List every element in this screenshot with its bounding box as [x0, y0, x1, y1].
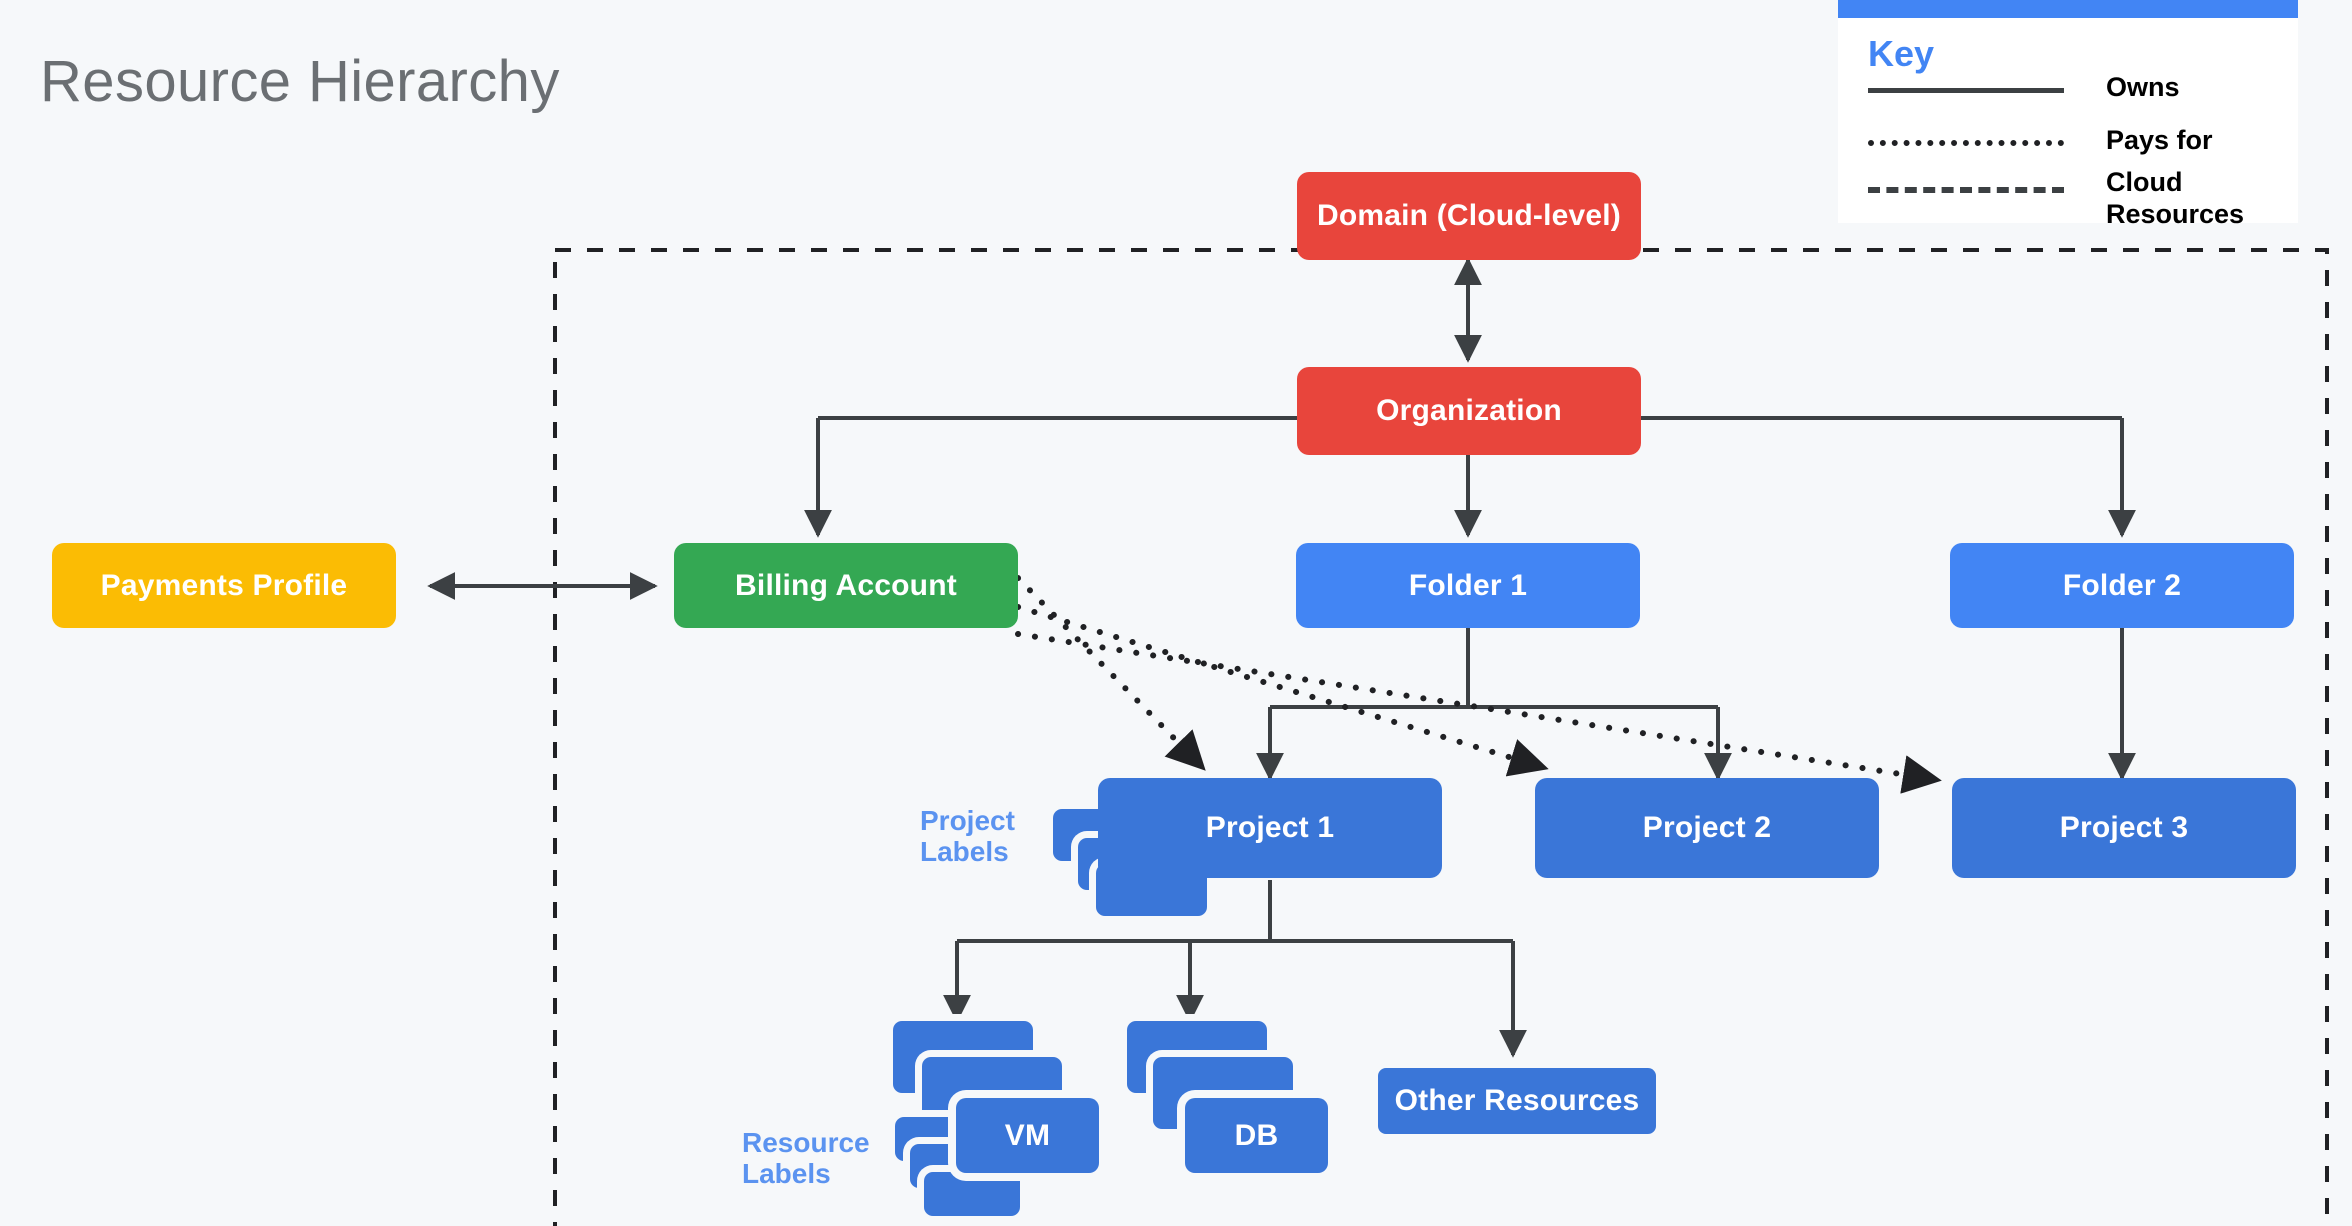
node-db-label: DB: [1234, 1118, 1279, 1152]
node-domain[interactable]: Domain (Cloud-level): [1297, 172, 1641, 260]
node-payments-profile[interactable]: Payments Profile: [52, 543, 396, 628]
node-folder-1-label: Folder 1: [1408, 568, 1528, 602]
resource-labels-line-1: Resource: [742, 1127, 870, 1158]
page-title: Resource Hierarchy: [40, 49, 560, 114]
legend-panel: Key Owns Pays for Cloud Resources: [1838, 0, 2298, 229]
node-organization-label: Organization: [1376, 394, 1562, 427]
node-project-3-label: Project 3: [2059, 811, 2189, 844]
legend-label-cloud-resources: Cloud Resources: [2106, 167, 2245, 229]
node-other-resources[interactable]: Other Resources: [1378, 1068, 1656, 1134]
legend-heading: Key: [1868, 33, 1935, 74]
node-domain-label: Domain (Cloud-level): [1316, 199, 1621, 232]
node-project-2[interactable]: Project 2: [1535, 778, 1879, 878]
project-labels-line-2: Labels: [920, 836, 1009, 868]
node-vm[interactable]: VM: [956, 1098, 1099, 1173]
vm-label-card-3: [924, 1172, 1020, 1216]
node-billing-account[interactable]: Billing Account: [674, 543, 1018, 628]
legend-accent-bar: [1838, 0, 2298, 18]
edge-billing-pays-project1: [1015, 575, 1206, 771]
project-labels-line-1: Project: [920, 805, 1015, 836]
node-project-2-label: Project 2: [1642, 811, 1772, 844]
node-organization[interactable]: Organization: [1297, 367, 1641, 455]
edge-billing-pays-project2: [1015, 604, 1549, 777]
legend-line-pays-for-icon: [1868, 140, 2064, 146]
node-other-resources-label: Other Resources: [1394, 1084, 1640, 1117]
node-billing-account-label: Billing Account: [735, 568, 957, 602]
legend-label-owns: Owns: [2106, 72, 2180, 102]
node-folder-2[interactable]: Folder 2: [1950, 543, 2294, 628]
node-folder-1[interactable]: Folder 1: [1296, 543, 1640, 628]
resource-labels-annotation: Resource Labels: [742, 1127, 912, 1190]
project-labels-annotation: Project Labels: [920, 805, 1050, 868]
resource-labels-line-2: Labels: [742, 1158, 831, 1190]
node-project-3[interactable]: Project 3: [1952, 778, 2296, 878]
legend-line-owns-icon: [1868, 88, 2064, 93]
node-project-1-label: Project 1: [1205, 811, 1335, 844]
node-project-1[interactable]: Project 1: [1098, 778, 1442, 878]
node-payments-profile-label: Payments Profile: [100, 568, 348, 602]
legend-line-cloud-resources-icon: [1868, 187, 2064, 193]
legend-label-pays-for: Pays for: [2106, 125, 2213, 155]
node-folder-2-label: Folder 2: [2062, 568, 2182, 602]
node-vm-label: VM: [1004, 1118, 1051, 1152]
edge-billing-pays-project3: [1015, 631, 1942, 794]
node-db[interactable]: DB: [1185, 1098, 1328, 1173]
cloud-resources-boundary: [553, 248, 2329, 1226]
